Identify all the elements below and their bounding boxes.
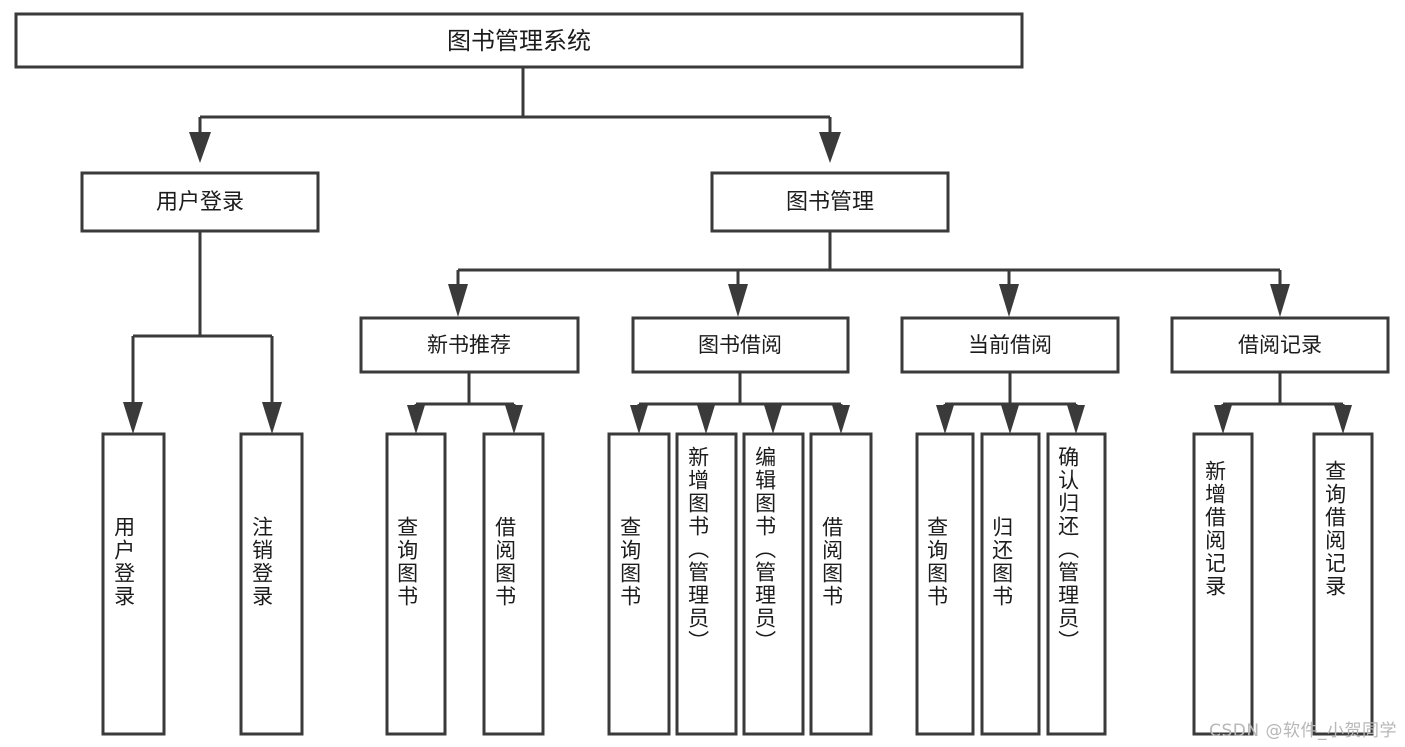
node-current-borrow[interactable]: 当前借阅 [900, 316, 1120, 374]
arrow-bookmanage-c3 [999, 284, 1019, 317]
arrow-root-to-bookmanage [819, 132, 841, 163]
leaf-box-confirm-return[interactable] [1046, 432, 1107, 736]
arrow-newbook-l2 [505, 405, 523, 434]
leaf-box-return-book[interactable] [980, 432, 1041, 736]
node-new-book-recommend-box[interactable] [359, 316, 580, 374]
leaf-box-add-book[interactable] [675, 432, 738, 736]
arrow-currentborrow-l1 [936, 405, 954, 434]
node-current-borrow-box[interactable] [900, 316, 1120, 374]
arrow-currentborrow-l2 [1001, 405, 1019, 434]
watermark-text: CSDN @软件_小贺同学 [1209, 721, 1397, 741]
arrow-newbook-l1 [407, 405, 425, 434]
node-book-borrow-label: 图书借阅 [698, 333, 782, 357]
arrow-userlogin-leaf2 [262, 402, 282, 434]
node-root[interactable]: 图书管理系统 [14, 12, 1024, 69]
node-root-box[interactable] [14, 12, 1024, 69]
node-borrow-record[interactable]: 借阅记录 [1170, 316, 1390, 374]
leaf-box-borrow-book-1[interactable] [482, 432, 545, 736]
leaf-box-user-login[interactable] [101, 432, 166, 736]
arrow-bookmanage-c1 [448, 284, 468, 317]
leaf-box-edit-book[interactable] [742, 432, 805, 736]
node-user-login-label: 用户登录 [156, 190, 244, 215]
leaf-box-query-record[interactable] [1312, 432, 1374, 736]
node-new-book-recommend-label: 新书推荐 [427, 333, 511, 357]
arrow-borrowrecord-l2 [1334, 405, 1352, 434]
arrow-bookborrow-l1 [630, 405, 648, 434]
arrow-root-to-userlogin [189, 132, 211, 163]
node-book-manage-label: 图书管理 [786, 190, 874, 215]
leaf-box-query-book-2[interactable] [607, 432, 671, 736]
node-book-manage[interactable]: 图书管理 [710, 171, 950, 233]
node-root-label: 图书管理系统 [447, 27, 591, 55]
node-book-borrow[interactable]: 图书借阅 [631, 316, 850, 374]
arrow-bookmanage-c4 [1270, 284, 1290, 317]
node-book-borrow-box[interactable] [631, 316, 850, 374]
node-borrow-record-box[interactable] [1170, 316, 1390, 374]
arrow-bookborrow-l3 [764, 405, 782, 434]
leaf-box-add-record[interactable] [1192, 432, 1254, 736]
arrow-bookmanage-c2 [728, 284, 748, 317]
leaf-box-query-book-3[interactable] [915, 432, 975, 736]
arrow-borrowrecord-l1 [1214, 405, 1232, 434]
leaf-box-borrow-book-2[interactable] [809, 432, 873, 736]
leaf-box-query-book-1[interactable] [385, 432, 447, 736]
node-borrow-record-label: 借阅记录 [1238, 333, 1322, 357]
node-new-book-recommend[interactable]: 新书推荐 [359, 316, 580, 374]
node-book-manage-box[interactable] [710, 171, 950, 233]
arrow-bookborrow-l2 [697, 405, 715, 434]
arrow-userlogin-leaf1 [123, 402, 143, 434]
leaf-box-logout-login[interactable] [239, 432, 304, 736]
arrow-currentborrow-l3 [1067, 405, 1085, 434]
arrow-bookborrow-l4 [832, 405, 850, 434]
node-current-borrow-label: 当前借阅 [968, 333, 1052, 357]
node-user-login[interactable]: 用户登录 [80, 171, 320, 233]
